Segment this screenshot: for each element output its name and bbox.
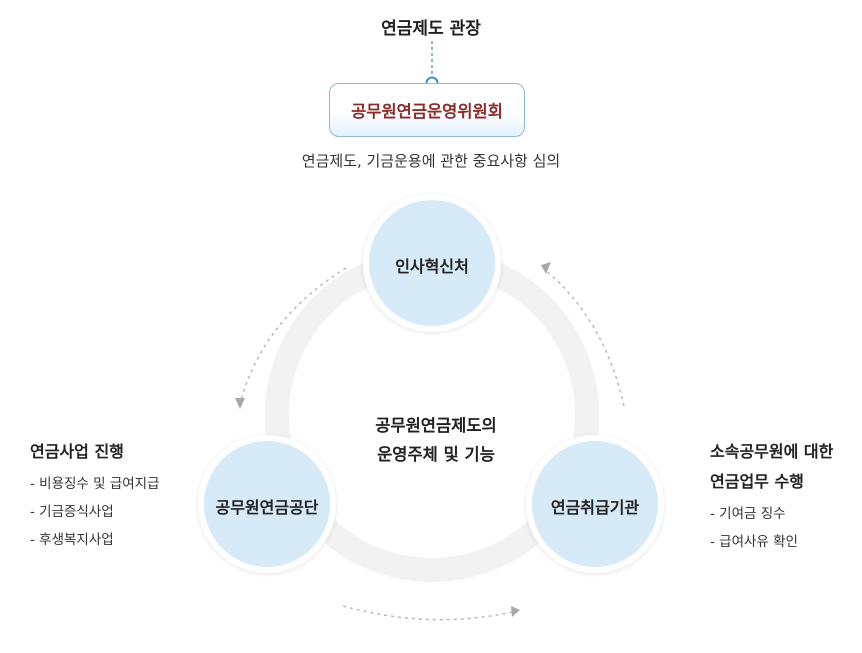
left-panel-item: - 기금증식사업 [30, 504, 114, 520]
left-panel-item: - 후생복지사업 [30, 532, 114, 548]
right-panel-title-line1: 소속공무원에 대한 [710, 442, 834, 461]
left-panel-title: 연금사업 진행 [30, 442, 124, 461]
flow-arrow-right-to-top [542, 267, 625, 407]
right-panel-item: - 급여사유 확인 [710, 534, 798, 550]
node-label-right: 연금취급기관 [550, 498, 640, 517]
node-label-left: 공무원연금공단 [215, 498, 319, 517]
flow-arrow-right-to-top-head [541, 262, 551, 274]
right-panel: 소속공무원에 대한 연금업무 수행 - 기여금 징수 - 급여사유 확인 [710, 438, 833, 550]
left-panel: 연금사업 진행 - 비용징수 및 급여지급 - 기금증식사업 - 후생복지사업 [30, 438, 160, 548]
center-title-line1: 공무원연금제도의 [375, 416, 497, 435]
flow-arrow-left-to-right [342, 605, 513, 621]
right-panel-title-line2: 연금업무 수행 [710, 472, 804, 491]
committee-description: 연금제도, 기금운용에 관한 중요사항 심의 [301, 152, 561, 170]
right-panel-item: - 기여금 징수 [710, 506, 786, 522]
node-label-top: 인사혁신처 [395, 257, 469, 276]
flow-arrow-left-to-right-head [511, 606, 520, 617]
node-circle-left [198, 435, 336, 573]
flow-arrow-top-to-left [239, 267, 347, 405]
committee-name: 공무원연금운영위원회 [351, 102, 503, 121]
node-circle-top [363, 194, 501, 332]
committee-box: 공무원연금운영위원회 [329, 83, 525, 137]
left-panel-item: - 비용징수 및 급여지급 [30, 476, 160, 492]
node-circle-right [526, 435, 664, 573]
center-title-line2: 운영주체 및 기능 [377, 445, 495, 464]
top-title: 연금제도 관장 [381, 19, 481, 39]
flow-arrow-top-to-left-head [235, 398, 245, 409]
